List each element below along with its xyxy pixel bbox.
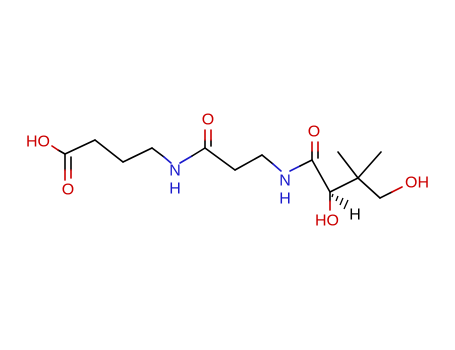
bond-ch2-oh-o [391, 186, 403, 193]
bond-methyl-1 [337, 151, 359, 179]
bond-cacid-oh-c [57, 149, 66, 155]
hash-2 [335, 195, 339, 202]
bond-chain-5 [204, 147, 236, 171]
hash-3 [339, 197, 344, 206]
bond-cacid-oh-o [51, 145, 59, 151]
bond-n1-c-n [179, 155, 193, 164]
amide2-carbonyl-oxygen-label: O [308, 124, 320, 141]
hashed-wedge-bond [331, 193, 349, 210]
atom-labels: HO O N H O N H O HO H OH [26, 112, 429, 230]
bond-ch2-oh-c [379, 191, 393, 199]
amide1-carbonyl-oxygen-label: O [202, 112, 214, 129]
primary-hydroxyl-label: OH [405, 175, 429, 192]
bonds [51, 129, 403, 211]
bond-chain-4n [163, 156, 172, 164]
bond-chain-3 [122, 147, 153, 163]
acid-hydroxyl-label: HO [26, 134, 50, 151]
bond-stereo-quat [329, 177, 359, 193]
hash-1 [331, 193, 334, 198]
bond-n2-c-n [289, 165, 301, 172]
amide2-nitrogen-label: N [279, 173, 291, 190]
bond-n2-c [299, 159, 313, 167]
amide2-hydrogen-label: H [279, 191, 291, 208]
secondary-hydroxyl-label: HO [315, 213, 339, 230]
bond-chain-7 [261, 154, 274, 165]
hash-4 [343, 199, 349, 210]
amide1-hydrogen-label: H [169, 181, 181, 198]
bond-quat-ch2 [357, 177, 381, 199]
amide1-nitrogen-label: N [169, 163, 181, 180]
stereo-hydrogen-label: H [349, 207, 361, 224]
bond-methyl-2 [357, 151, 382, 179]
bond-chain-7n [272, 163, 282, 172]
bond-chain-2 [94, 139, 124, 163]
acid-carbonyl-oxygen-label: O [62, 182, 74, 199]
bond-chain-1 [64, 139, 96, 155]
bond-chain-4 [151, 147, 165, 158]
bond-chain-6 [234, 154, 263, 171]
bond-c-stereo [311, 159, 331, 193]
bond-n1-c [191, 147, 206, 157]
